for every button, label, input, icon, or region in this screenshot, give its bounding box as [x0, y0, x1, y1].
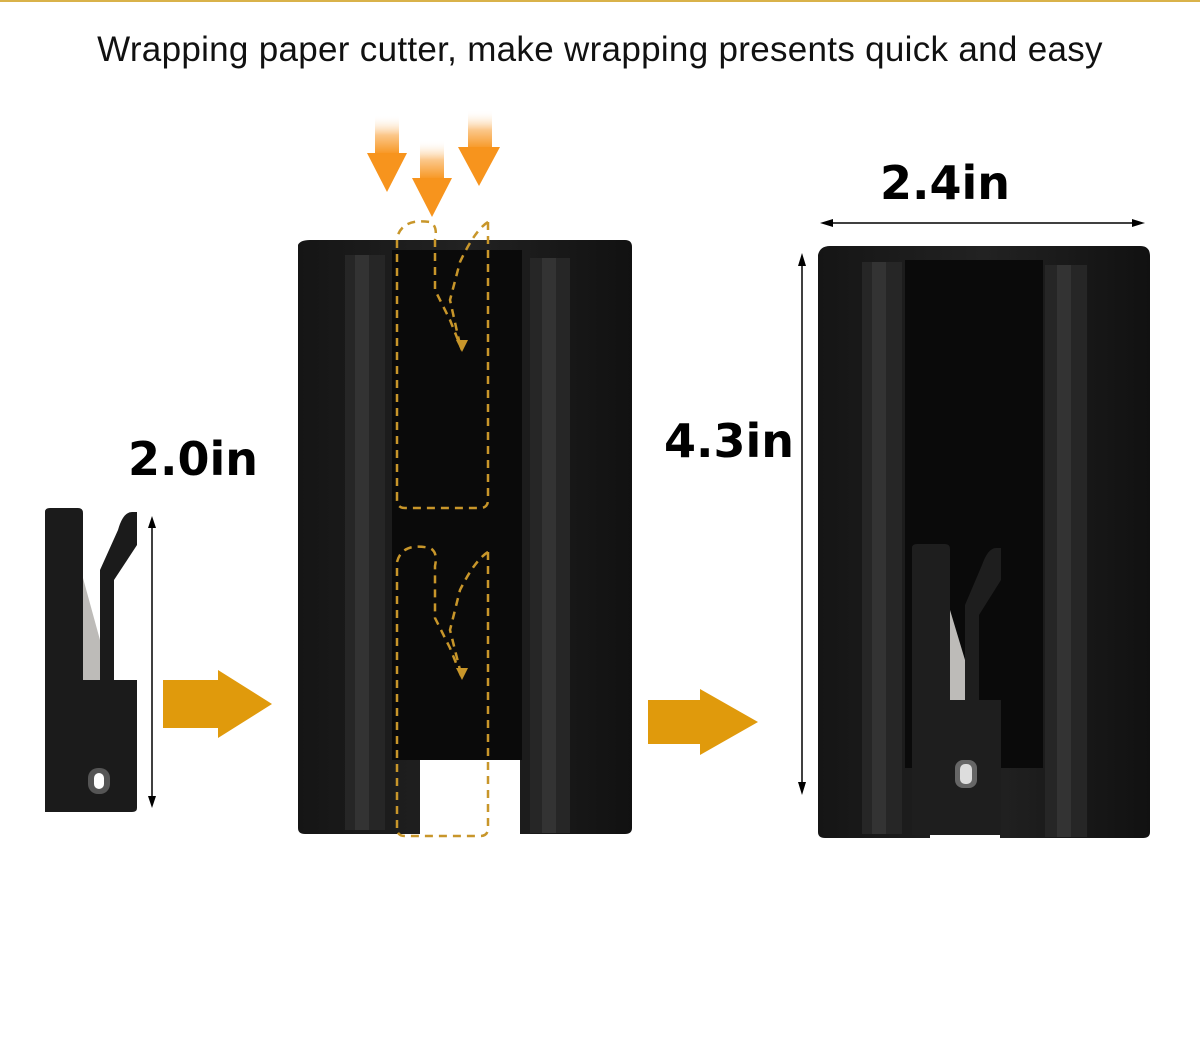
blade-dimension-arrow-icon: [148, 516, 156, 808]
right-arrow-icon: [648, 689, 758, 755]
tube-with-guides: [298, 220, 632, 838]
right-arrow-icon: [163, 670, 272, 738]
tube-width-label: 2.4in: [880, 156, 1011, 210]
blade-height-label: 2.0in: [128, 432, 259, 486]
top-border: [0, 0, 1200, 2]
tube-height-arrow-icon: [798, 253, 806, 795]
blade-piece: [45, 508, 137, 812]
down-arrow-icon: [367, 110, 500, 217]
assembled-tube: [818, 246, 1150, 838]
tube-width-arrow-icon: [820, 219, 1145, 227]
tube-height-label: 4.3in: [664, 414, 795, 468]
headline: Wrapping paper cutter, make wrapping pre…: [97, 30, 1103, 69]
